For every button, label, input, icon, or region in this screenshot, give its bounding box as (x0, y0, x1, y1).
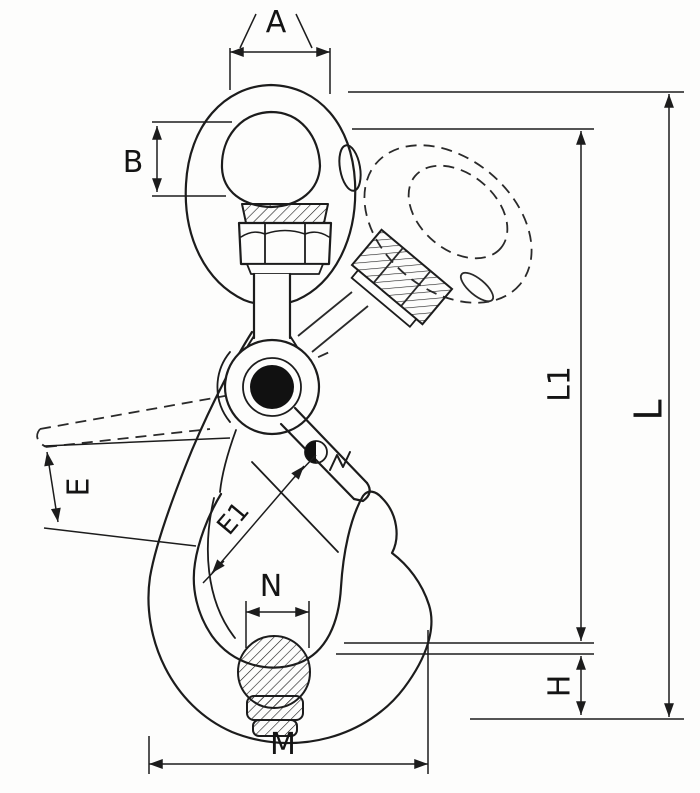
dim-l1: L1 (344, 128, 594, 644)
hook-part (147, 83, 433, 745)
section-block-upper (246, 695, 304, 721)
bearing-collar (241, 203, 329, 224)
ghost-nut-facet-left (372, 247, 404, 284)
latch-open-dashed-top (39, 393, 237, 430)
shank-fill (254, 274, 290, 336)
ghost-shank-line-1 (311, 305, 369, 353)
latch-spring-mark (329, 451, 351, 471)
dim-a-leader-left (239, 13, 257, 49)
dim-e1-line (211, 465, 305, 574)
dim-label-l1: L1 (543, 366, 578, 402)
dim-l: L (348, 91, 684, 717)
dim-label-l: L (627, 399, 671, 420)
dim-e1: E1 (202, 454, 317, 584)
dim-e-ext-bottom (43, 527, 197, 547)
dim-label-h: H (543, 675, 578, 698)
dim-n: N (245, 569, 310, 648)
section-block-lower (252, 719, 298, 737)
latch-tip (352, 481, 371, 503)
dim-e-line (44, 451, 61, 523)
ghost-eye-slot (459, 271, 495, 303)
dim-e: E (43, 437, 231, 547)
pivot-boss-arc (216, 351, 231, 423)
ghost-nut-facet-right (400, 270, 432, 307)
dim-label-b: B (123, 145, 144, 180)
cross-section (237, 635, 311, 737)
ghost-nut-washer (350, 268, 418, 328)
swivel-nut (237, 221, 333, 266)
pivot-pin (250, 365, 294, 409)
hook-throat-line (219, 429, 237, 493)
latch-open-dashed-tip (36, 428, 47, 448)
latch-upper-edge (293, 406, 369, 485)
swivel-eye-slot (338, 144, 362, 192)
ghost-eye-inner (407, 164, 509, 260)
ghost-shank-line-2 (297, 291, 353, 337)
ghost-nut (350, 228, 454, 328)
hook-inner-contour (207, 497, 236, 639)
dim-h: H (336, 653, 684, 720)
dim-label-a: A (266, 5, 287, 40)
nut-chamfer (240, 229, 330, 238)
dimensions: A B E E1 N (43, 5, 684, 774)
dim-a: A (229, 5, 331, 94)
ghost-eye-outer (363, 144, 533, 304)
dim-label-m: M (270, 727, 296, 762)
dim-b: B (123, 121, 232, 197)
dim-label-e: E (62, 478, 97, 497)
dim-label-n: N (260, 569, 282, 604)
dim-label-e1: E1 (212, 496, 256, 541)
dim-a-leader-right (295, 13, 313, 49)
nut-washer (246, 263, 324, 275)
latch-lower-edge (279, 422, 356, 501)
dim-e-ext-top (43, 437, 231, 447)
pivot-boss-ring (242, 357, 302, 417)
